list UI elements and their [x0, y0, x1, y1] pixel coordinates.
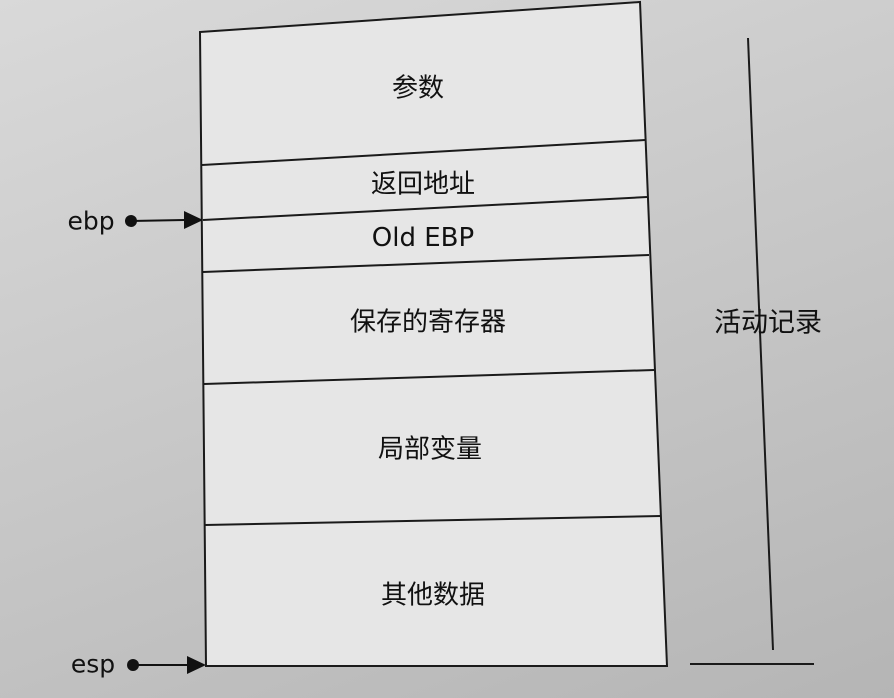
cell-label-return-address: 返回地址 — [370, 169, 476, 200]
divider-locals-other — [204, 515, 662, 526]
cell-label-local-variables: 局部变量 — [377, 434, 483, 465]
cell-label-old-ebp: Old EBP — [371, 223, 475, 253]
esp-pointer-arrowhead — [187, 656, 206, 674]
esp-pointer-label: esp — [70, 649, 116, 679]
divider-return-oldebp — [202, 196, 648, 221]
cell-label-parameters: 参数 — [391, 73, 445, 104]
cell-label-saved-registers: 保存的寄存器 — [349, 307, 507, 338]
divider-params-return — [201, 139, 646, 166]
ebp-pointer-label: ebp — [67, 206, 115, 236]
activation-record-extent-line — [747, 37, 774, 651]
activation-record-label: 活动记录 — [714, 307, 822, 339]
stack-box-outline — [198, 0, 669, 667]
ebp-pointer-line — [130, 219, 185, 222]
divider-registers-locals — [203, 369, 655, 385]
divider-oldebp-registers — [202, 254, 650, 273]
cell-label-other-data: 其他数据 — [380, 580, 486, 611]
ebp-pointer-arrowhead — [184, 211, 203, 229]
